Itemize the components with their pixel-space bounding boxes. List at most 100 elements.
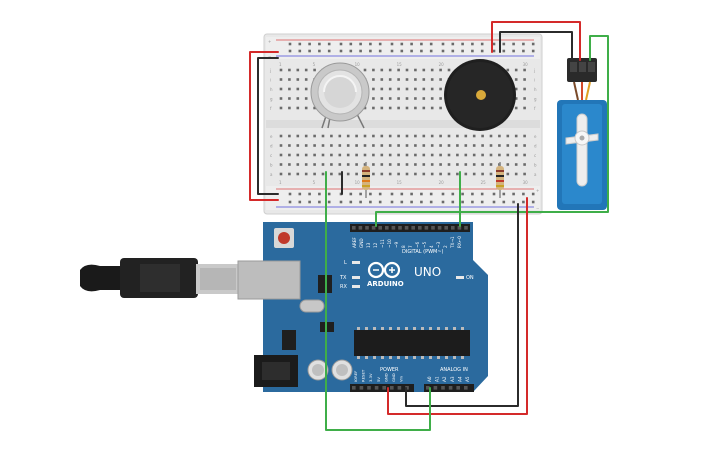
breadboard-hole [414,134,417,138]
rail-hole [480,49,484,53]
chip-pin [437,327,440,330]
rail-hole [359,192,362,196]
breadboard-hole [397,97,400,100]
breadboard-hole [506,153,510,157]
breadboard-hole [523,97,526,100]
chip-pin [453,327,456,330]
digital-pin-label: ~6 [415,241,420,248]
micro-servo[interactable] [557,58,607,210]
rail-hole [400,42,404,46]
rail-hole [429,200,433,204]
chip-pin [437,356,440,359]
chip-pin [461,327,464,330]
row-letters: jjiihhggffeeddccbbaa11551010151520202525… [269,62,537,185]
rail-hole [531,49,535,53]
breadboard-hole [422,87,426,91]
analog-pin-label: A0 [427,376,432,382]
chip-pin [389,327,392,330]
breadboard-hole [430,68,434,72]
breadboard-hole [304,144,308,147]
gas-sensor[interactable] [310,62,370,129]
rail-hole [318,49,321,53]
row-letter: i [534,78,535,83]
breadboard-hole [279,106,283,110]
breadboard-hole [439,68,442,72]
column-number: 15 [397,180,403,185]
breadboard-hole [523,144,526,147]
breadboard-hole [456,153,459,157]
column-number: 20 [439,62,445,67]
breadboard-hole [296,106,300,110]
rail-hole [451,42,455,46]
breadboard-hole [288,97,291,100]
breadboard-hole [498,134,501,138]
header-pin [391,226,396,230]
breadboard-hole [304,87,308,91]
breadboard-hole [363,106,367,110]
digital-pin-label: 13 [366,242,371,248]
breadboard-hole [439,97,442,100]
column-number: 1 [279,180,282,185]
header-pin [424,226,429,230]
analog-header-holes [426,386,468,390]
breadboard-hole [405,68,409,72]
digital-pin-label: GND [359,238,364,248]
wire-green-servo-signal [375,35,609,227]
digital-header[interactable] [350,224,470,232]
breadboard-hole [422,78,426,81]
breadboard-hole [472,134,476,138]
breadboard-hole [355,163,358,166]
breadboard-hole [380,144,384,147]
header-pin [352,226,356,230]
rail-hole [318,42,321,46]
breadboard-hole [380,97,384,100]
power-pin-label: Vin [399,375,404,382]
breadboard-hole [388,144,392,147]
chip-pin [445,327,448,330]
power-header[interactable] [350,384,414,392]
breadboard-hole [279,78,283,81]
breadboard-hole [363,153,367,157]
breadboard-hole [405,78,409,81]
breadboard-hole [355,153,358,157]
breadboard-hole [296,153,300,157]
header-pin [437,226,442,230]
header-pin [456,386,460,390]
breadboard-hole [388,87,392,91]
rail-hole [420,200,423,204]
breadboard-hole [481,153,484,157]
breadboard-hole [288,153,291,157]
rail-hole [441,200,445,204]
breadboard-hole [514,172,518,176]
breadboard-hole [414,87,417,91]
piezo-buzzer[interactable] [444,59,516,131]
breadboard-hole [380,153,384,157]
rail-hole [429,49,433,53]
breadboard-hole [288,68,291,72]
breadboard-hole [523,87,526,91]
breadboard-hole [498,144,501,147]
chip-pin [445,356,448,359]
breadboard-hole [338,144,342,147]
breadboard-hole [346,172,350,176]
crystal [299,299,325,313]
rail-hole [502,42,506,46]
resistor-1[interactable] [362,162,370,198]
chip-pin [381,327,384,330]
breadboard-hole [355,172,358,176]
breadboard-hole [321,153,325,157]
digital-pin-label: ~10 [387,239,392,248]
resistor-2[interactable] [496,162,504,198]
header-pin [397,386,402,390]
rail-hole [359,200,362,204]
rail-hole [471,192,474,196]
breadboard-hole [397,106,400,110]
breadboard-hole [456,172,459,176]
breadboard-hole [523,172,526,176]
chip-pin [357,356,360,359]
breadboard-hole [439,163,442,166]
breadboard-hole [313,172,316,176]
rail-hole [349,200,353,204]
